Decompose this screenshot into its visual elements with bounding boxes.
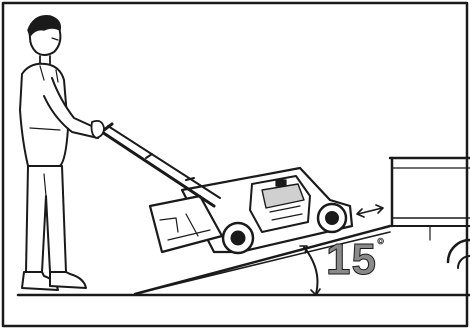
angle-arc xyxy=(299,245,321,296)
lawn-mower xyxy=(148,166,354,255)
angle-label: 15° xyxy=(326,235,386,284)
angle-value: 15 xyxy=(326,235,377,284)
gap-arrow xyxy=(356,204,384,218)
mower-handle xyxy=(94,122,221,208)
person xyxy=(19,15,105,291)
degree-symbol: ° xyxy=(376,235,386,255)
truck xyxy=(388,156,470,269)
